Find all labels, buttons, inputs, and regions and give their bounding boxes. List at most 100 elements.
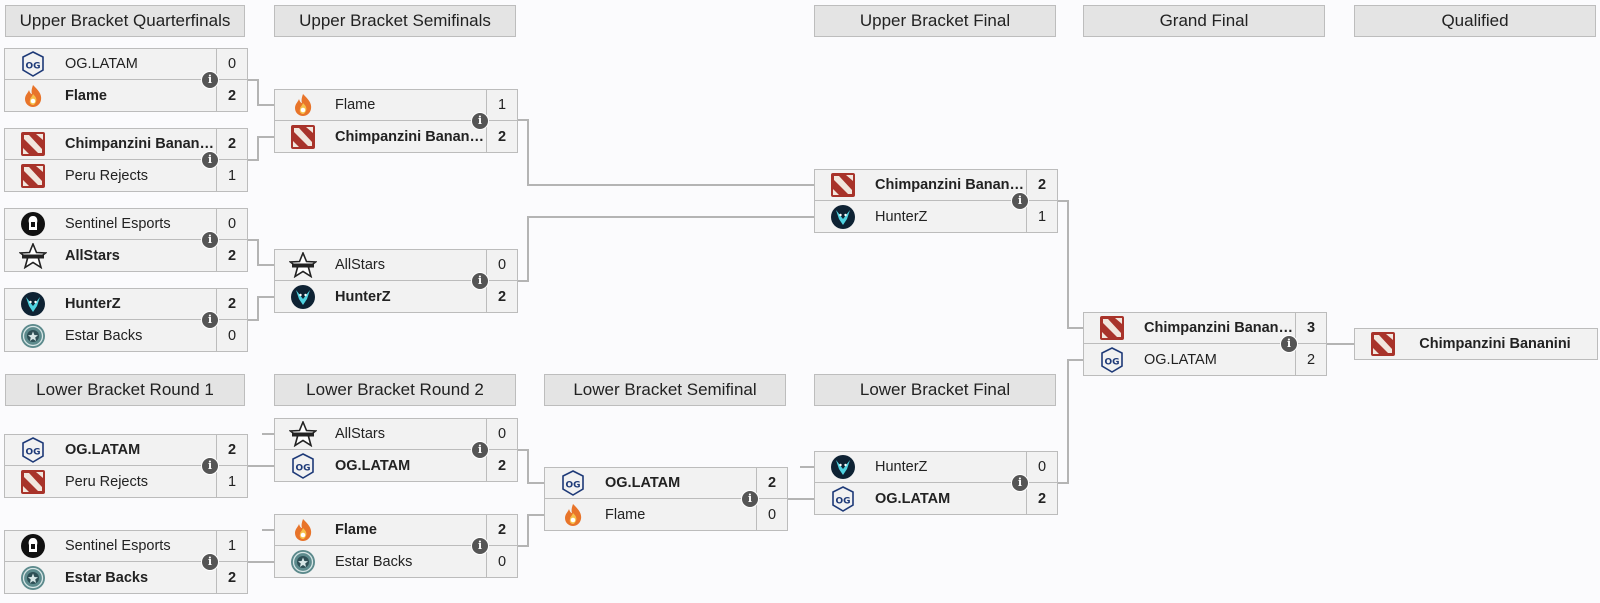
dota-icon [829, 171, 857, 199]
team-name: Estar Backs [335, 553, 413, 570]
team-name: Estar Backs [65, 569, 149, 586]
team-name: Peru Rejects [65, 167, 149, 184]
team-score: 0 [216, 49, 247, 79]
sentinel-icon [19, 532, 47, 560]
team-name: AllStars [335, 257, 385, 273]
team-name: OG.LATAM [605, 475, 681, 491]
team-name: Flame [335, 522, 377, 538]
match-info-icon[interactable]: i [471, 537, 489, 555]
round-header-ubf: Upper Bracket Final [814, 5, 1056, 37]
team-name: Chimpanzini Bananini [65, 136, 216, 152]
team-name: Chimpanzini Bananini [335, 128, 486, 145]
match-info-icon[interactable]: i [201, 151, 219, 169]
og-icon: OG [1098, 346, 1126, 374]
allstars-icon [289, 251, 317, 279]
dota-icon [1369, 330, 1397, 358]
hunterz-icon [829, 203, 857, 231]
match-info-icon[interactable]: i [201, 71, 219, 89]
match-info-icon[interactable]: i [1011, 474, 1029, 492]
match-info-icon[interactable]: i [471, 112, 489, 130]
round-header-ubqf: Upper Bracket Quarterfinals [5, 5, 245, 37]
team-name: AllStars [335, 426, 385, 442]
svg-text:OG: OG [1104, 357, 1119, 367]
team-score: 2 [216, 80, 247, 111]
match-info-icon[interactable]: i [201, 311, 219, 329]
match-info-icon[interactable]: i [201, 553, 219, 571]
team-score: 0 [486, 250, 517, 280]
match-info-icon[interactable]: i [741, 490, 759, 508]
team-name: Sentinel Esports [65, 216, 171, 232]
flame-icon [559, 501, 587, 529]
round-header-lbf: Lower Bracket Final [814, 374, 1056, 406]
estar-icon [289, 548, 317, 576]
allstars-icon [289, 420, 317, 448]
dota-icon [289, 123, 317, 151]
svg-text:OG: OG [25, 448, 40, 458]
team-name: Estar Backs [65, 327, 143, 344]
team-score: 1 [216, 466, 247, 497]
team-score: 1 [1026, 201, 1057, 232]
team-name: OG.LATAM [65, 442, 141, 458]
team-score: 2 [216, 240, 247, 271]
team-name: Flame [335, 97, 376, 113]
match-info-icon[interactable]: i [471, 272, 489, 290]
team-score: 0 [1026, 452, 1057, 482]
og-icon: OG [19, 50, 47, 78]
flame-icon [19, 82, 47, 110]
og-icon: OG [19, 436, 47, 464]
svg-text:OG: OG [835, 496, 850, 506]
dota-icon [19, 468, 47, 496]
team-row[interactable]: HunterZ 1 [814, 201, 1058, 233]
team-score: 2 [216, 289, 247, 319]
match-info-icon[interactable]: i [1011, 192, 1029, 210]
team-score: 1 [216, 531, 247, 561]
team-score: 2 [1295, 344, 1326, 375]
og-icon: OG [559, 469, 587, 497]
team-name: OG.LATAM [875, 490, 951, 507]
hunterz-icon [829, 453, 857, 481]
qualified-team-row[interactable]: Chimpanzini Bananini [1354, 328, 1598, 360]
hunterz-icon [289, 283, 317, 311]
team-score: 2 [486, 450, 517, 481]
team-score: 2 [486, 281, 517, 312]
team-name: HunterZ [875, 208, 928, 225]
round-header-lbr2: Lower Bracket Round 2 [274, 374, 516, 406]
team-name: Chimpanzini Bananini [875, 177, 1026, 193]
team-score: 0 [486, 546, 517, 577]
team-score: 2 [1026, 170, 1057, 200]
svg-text:OG: OG [25, 62, 40, 72]
match-info-icon[interactable]: i [471, 441, 489, 459]
hunterz-icon [19, 290, 47, 318]
team-name: Peru Rejects [65, 473, 149, 490]
team-name: Flame [605, 506, 646, 523]
match-info-icon[interactable]: i [201, 231, 219, 249]
svg-text:OG: OG [295, 463, 310, 473]
svg-text:OG: OG [565, 481, 580, 491]
match-info-icon[interactable]: i [201, 457, 219, 475]
team-name: OG.LATAM [65, 56, 138, 72]
team-score: 2 [486, 121, 517, 152]
flame-icon [289, 516, 317, 544]
team-row[interactable]: Estar Backs 0 [274, 546, 518, 578]
match-info-icon[interactable]: i [1280, 335, 1298, 353]
team-score: 2 [486, 515, 517, 545]
team-name: OG.LATAM [1144, 351, 1217, 368]
qualified-team-name: Chimpanzini Bananini [1419, 336, 1571, 352]
team-score: 2 [1026, 483, 1057, 514]
estar-icon [19, 322, 47, 350]
team-score: 2 [216, 562, 247, 593]
